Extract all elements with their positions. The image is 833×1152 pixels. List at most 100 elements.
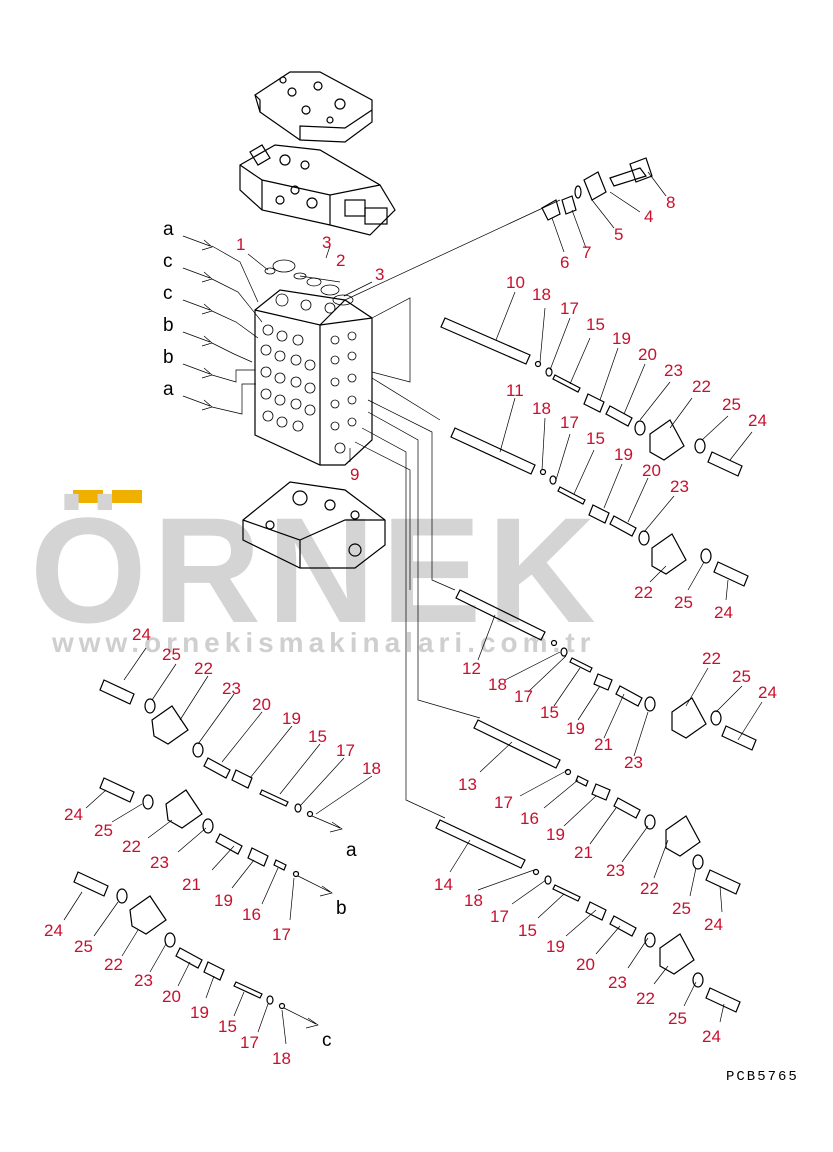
callout: 25 — [722, 395, 741, 414]
callout: 17 — [560, 299, 579, 318]
callout: 5 — [614, 225, 623, 244]
port-letter-labels: a c c b b a a b c — [163, 219, 357, 1051]
callout: 24 — [702, 1027, 721, 1046]
callout: 21 — [574, 843, 593, 862]
callout: 23 — [670, 477, 689, 496]
callout: 19 — [614, 445, 633, 464]
callout: 21 — [594, 735, 613, 754]
watermark-umlaut-dot — [112, 490, 142, 503]
callout: 20 — [576, 955, 595, 974]
watermark: ÖRNEK www.ornekismakinalari.com.tr — [30, 486, 602, 658]
callout: 15 — [518, 921, 537, 940]
callout: 22 — [640, 879, 659, 898]
spool-row-5 — [435, 819, 741, 1013]
callout: 23 — [606, 861, 625, 880]
callout: 25 — [94, 821, 113, 840]
callout: 24 — [44, 921, 63, 940]
callout: 25 — [74, 937, 93, 956]
port-letter: a — [163, 379, 174, 400]
callout: 22 — [636, 989, 655, 1008]
body-top-o-rings — [264, 259, 354, 306]
callout: 21 — [182, 875, 201, 894]
callout: 22 — [122, 837, 141, 856]
left-group-c — [73, 871, 319, 1029]
main-valve-body — [254, 289, 373, 466]
spool-row-1 — [440, 317, 743, 477]
callout: 17 — [272, 925, 291, 944]
callout: 25 — [162, 645, 181, 664]
callout: 17 — [240, 1033, 259, 1052]
callout: 15 — [218, 1017, 237, 1036]
callout: 18 — [532, 399, 551, 418]
callout: 24 — [64, 805, 83, 824]
callout: 15 — [586, 315, 605, 334]
callout: 24 — [132, 625, 151, 644]
callout: 3 — [375, 265, 384, 284]
callout: 23 — [608, 973, 627, 992]
branch-letter: a — [346, 840, 357, 861]
callout: 18 — [488, 675, 507, 694]
callout: 6 — [560, 253, 569, 272]
callout: 24 — [714, 603, 733, 622]
callout: 14 — [434, 875, 453, 894]
callout: 22 — [634, 583, 653, 602]
callout: 13 — [458, 775, 477, 794]
callout: 24 — [704, 915, 723, 934]
callout: 20 — [638, 345, 657, 364]
branch-letter: c — [322, 1030, 332, 1051]
callout: 15 — [308, 727, 327, 746]
callout: 1 — [236, 235, 245, 254]
top-cover-plate — [254, 71, 373, 143]
branch-letter: b — [336, 898, 347, 919]
callout: 9 — [350, 465, 359, 484]
body-leader-lines — [344, 199, 561, 819]
callout: 19 — [566, 719, 585, 738]
callout: 7 — [582, 243, 591, 262]
bottom-end-plate — [242, 481, 386, 569]
callout: 4 — [644, 207, 653, 226]
callout: 22 — [194, 659, 213, 678]
callout: 19 — [612, 329, 631, 348]
callout: 19 — [546, 937, 565, 956]
watermark-brand: ÖRNEK — [30, 486, 602, 654]
left-group-a — [99, 679, 343, 833]
callout: 23 — [664, 361, 683, 380]
callout: 19 — [214, 891, 233, 910]
callout: 3 — [322, 233, 331, 252]
callout: 16 — [242, 905, 261, 924]
port-letter: b — [163, 315, 174, 336]
callout: 25 — [732, 667, 751, 686]
watermark-umlaut-dot — [73, 490, 103, 503]
spool-row-4 — [473, 719, 741, 895]
port-letter: c — [163, 251, 173, 272]
port-arrows — [182, 235, 263, 415]
callout: 25 — [672, 899, 691, 918]
callout: 2 — [336, 251, 345, 270]
left-group-b — [99, 777, 333, 897]
callout: 17 — [494, 793, 513, 812]
callout: 20 — [252, 695, 271, 714]
callout: 17 — [490, 907, 509, 926]
callout: 22 — [702, 649, 721, 668]
cap-assembly — [541, 157, 653, 221]
callout: 18 — [272, 1049, 291, 1068]
callout: 23 — [134, 971, 153, 990]
callout: 18 — [532, 285, 551, 304]
callout: 22 — [104, 955, 123, 974]
callout: 22 — [692, 377, 711, 396]
callout-leaders — [63, 171, 763, 1045]
callout: 19 — [546, 825, 565, 844]
callout: 24 — [758, 683, 777, 702]
callout: 23 — [222, 679, 241, 698]
callout: 19 — [190, 1003, 209, 1022]
callout: 15 — [586, 429, 605, 448]
callout: 15 — [540, 703, 559, 722]
spool-row-3 — [455, 589, 757, 751]
callout: 12 — [462, 659, 481, 678]
callout: 25 — [668, 1009, 687, 1028]
port-letter: b — [163, 347, 174, 368]
callout: 17 — [560, 413, 579, 432]
callout: 11 — [506, 381, 524, 400]
callout: 10 — [506, 273, 525, 292]
